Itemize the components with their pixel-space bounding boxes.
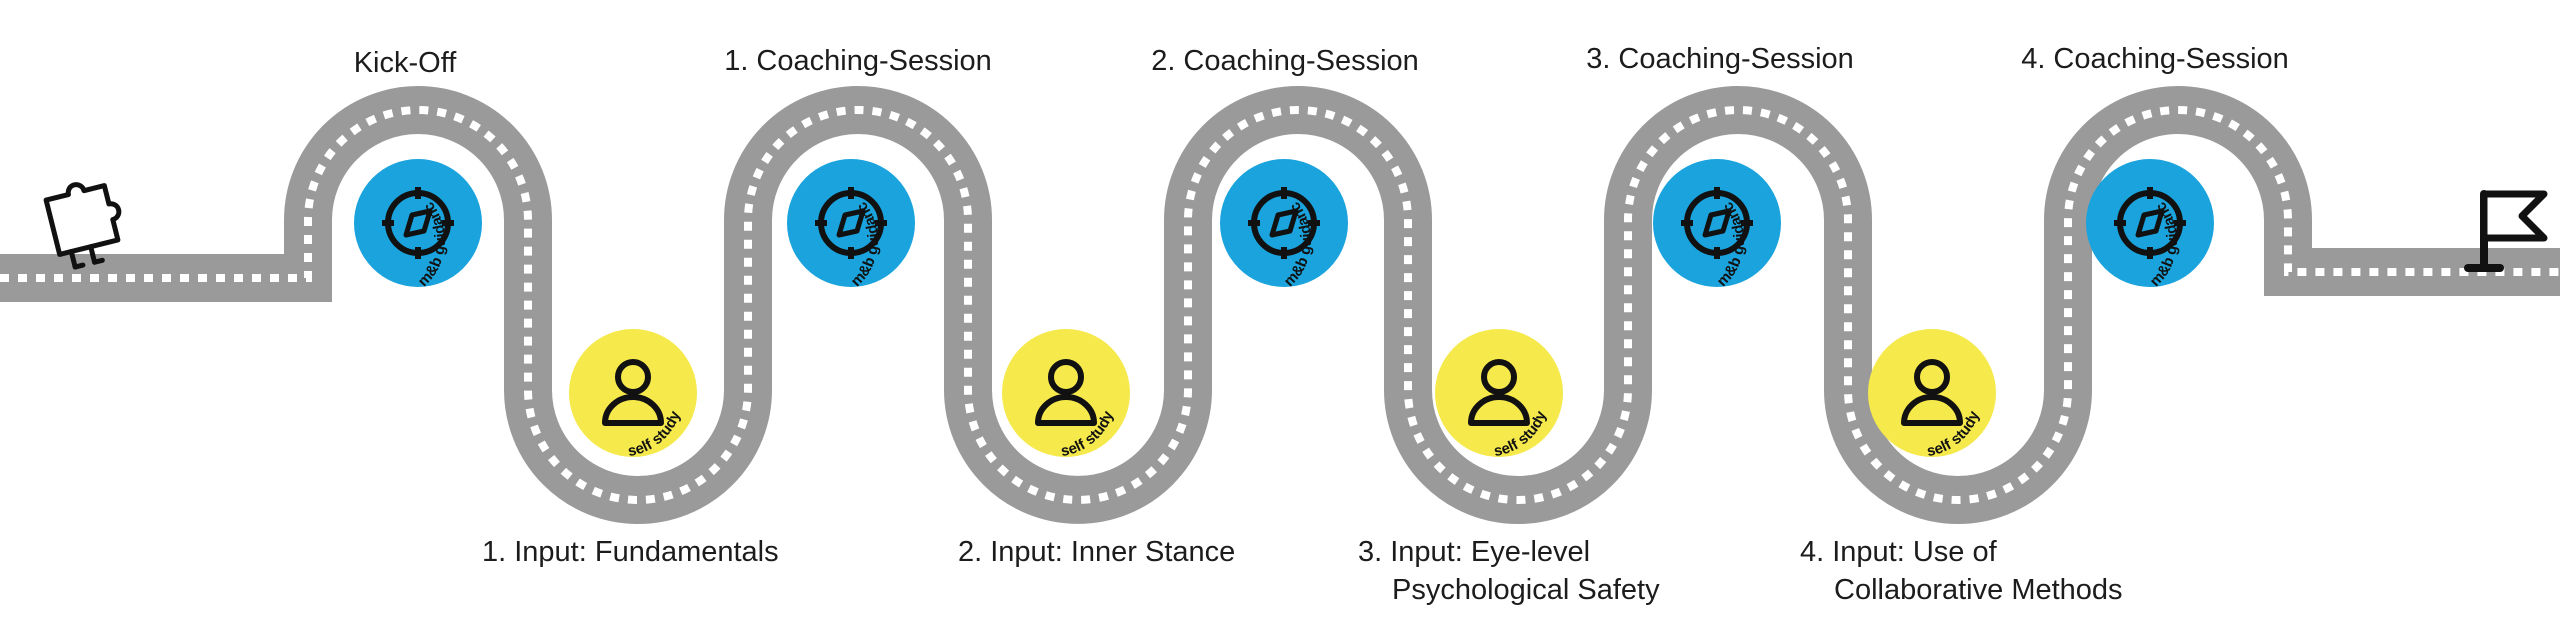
road: [0, 86, 2560, 524]
session-label: 4. Coaching-Session: [2021, 43, 2289, 75]
session-label: 3. Coaching-Session: [1586, 43, 1854, 75]
compass-icon: [815, 187, 887, 259]
road-center-dashes: [0, 106, 2560, 504]
compass-icon: [1681, 187, 1753, 259]
compass-icon: [2114, 187, 2186, 259]
puzzle-piece-icon: [43, 182, 122, 270]
compass-icon: [382, 187, 454, 259]
guidance-badge: [1653, 159, 1781, 287]
session-label: 2. Coaching-Session: [1151, 45, 1419, 77]
person-icon: [1901, 359, 1963, 426]
person-icon: [602, 359, 664, 426]
session-label: 1. Coaching-Session: [724, 45, 992, 77]
self-study-badge: [1868, 329, 1996, 457]
input-label-line2: Collaborative Methods: [1834, 574, 2123, 606]
guidance-badge-label: m&b guidance: [0, 0, 1315, 290]
guidance-circle: [787, 159, 915, 287]
input-label: 1. Input: Fundamentals: [482, 536, 779, 568]
input-label: 3. Input: Eye-level: [1358, 536, 1590, 568]
person-icon: [1468, 359, 1530, 426]
input-label: 4. Input: Use of: [1800, 536, 1998, 568]
guidance-badge: [2086, 159, 2214, 287]
guidance-badge: [1220, 159, 1348, 287]
guidance-circle: [2086, 159, 2214, 287]
session-label: Kick-Off: [354, 47, 458, 79]
guidance-circle: [354, 159, 482, 287]
self-study-badge: [1435, 329, 1563, 457]
self-study-badge: [1002, 329, 1130, 457]
person-icon: [1035, 359, 1097, 426]
input-label-line2: Psychological Safety: [1392, 574, 1660, 606]
compass-icon: [1248, 187, 1320, 259]
self-study-badge: [569, 329, 697, 457]
guidance-circle: [1220, 159, 1348, 287]
flag-icon: [2464, 190, 2548, 272]
guidance-badge: [787, 159, 915, 287]
input-label: 2. Input: Inner Stance: [958, 536, 1235, 568]
guidance-circle: [1653, 159, 1781, 287]
